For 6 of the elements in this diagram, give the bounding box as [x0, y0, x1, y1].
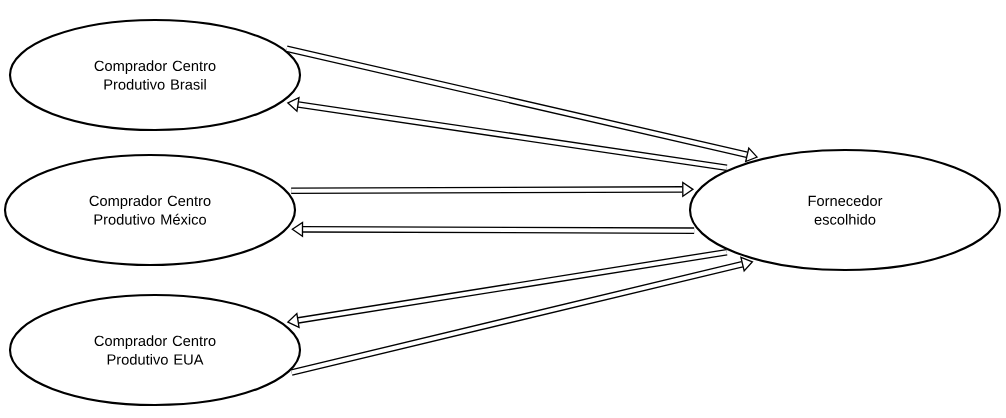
oval-node: Comprador Centro Produtivo Brasil — [8, 18, 302, 132]
oval-node: Comprador Centro Produtivo EUA — [8, 293, 302, 407]
oval-node: Fornecedor escolhido — [688, 148, 1002, 272]
double-arrow — [291, 221, 695, 238]
double-arrow — [290, 256, 754, 376]
oval-node: Comprador Centro Produtivo México — [3, 153, 297, 267]
